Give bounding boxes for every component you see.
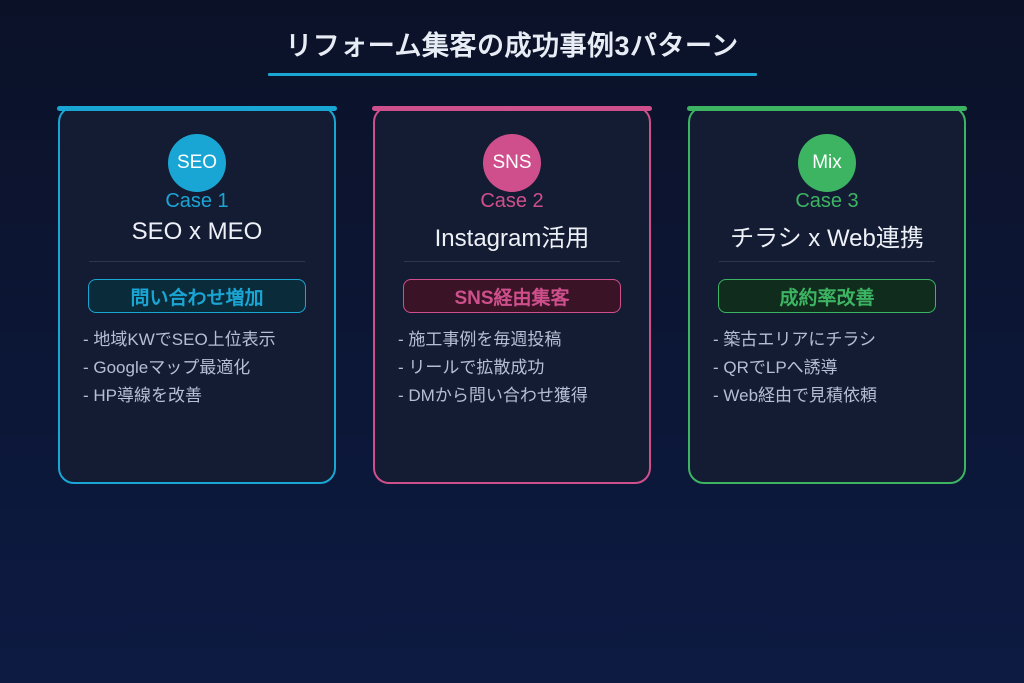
case-card-mix: Mix Case 3 チラシ x Web連携 成約率改善 - 築古エリアにチラシ…: [687, 106, 967, 484]
divider: [89, 261, 305, 262]
points-list: - 築古エリアにチラシ - QRでLPへ誘導 - Web経由で見積依頼: [713, 326, 877, 410]
result-tag: 成約率改善: [718, 279, 936, 313]
point-item: - HP導線を改善: [83, 386, 202, 405]
case-card-seo: SEO Case 1 SEO x MEO 問い合わせ増加 - 地域KWでSEO上…: [57, 106, 337, 484]
case-name: チラシ x Web連携: [730, 225, 924, 252]
point-item: - リールで拡散成功: [398, 358, 545, 377]
point-item: - 施工事例を毎週投稿: [398, 330, 562, 349]
point-item: - Web経由で見積依頼: [713, 386, 878, 405]
card-accent-bar: [372, 106, 652, 111]
point-item: - QRでLPへ誘導: [713, 358, 838, 377]
points-list: - 施工事例を毎週投稿 - リールで拡散成功 - DMから問い合わせ獲得: [398, 326, 588, 410]
case-card-sns: SNS Case 2 Instagram活用 SNS経由集客 - 施工事例を毎週…: [372, 106, 652, 484]
title-underline: [268, 73, 757, 76]
case-label: Case 3: [795, 190, 859, 212]
card-accent-bar: [687, 106, 967, 111]
divider: [404, 261, 620, 262]
case-label: Case 2: [480, 190, 544, 212]
point-item: - 地域KWでSEO上位表示: [83, 330, 276, 349]
sns-badge-icon: SNS: [483, 134, 541, 192]
card-accent-bar: [57, 106, 337, 111]
result-tag: 問い合わせ増加: [88, 279, 306, 313]
divider: [719, 261, 935, 262]
case-name: Instagram活用: [434, 225, 590, 252]
result-tag: SNS経由集客: [403, 279, 621, 313]
points-list: - 地域KWでSEO上位表示 - Googleマップ最適化 - HP導線を改善: [83, 326, 276, 410]
mix-badge-icon: Mix: [798, 134, 856, 192]
seo-badge-icon: SEO: [168, 134, 226, 192]
point-item: - DMから問い合わせ獲得: [398, 386, 588, 405]
case-name: SEO x MEO: [131, 218, 263, 245]
case-label: Case 1: [165, 190, 229, 212]
page-title: リフォーム集客の成功事例3パターン: [285, 31, 739, 61]
point-item: - 築古エリアにチラシ: [713, 330, 877, 349]
point-item: - Googleマップ最適化: [83, 358, 251, 377]
